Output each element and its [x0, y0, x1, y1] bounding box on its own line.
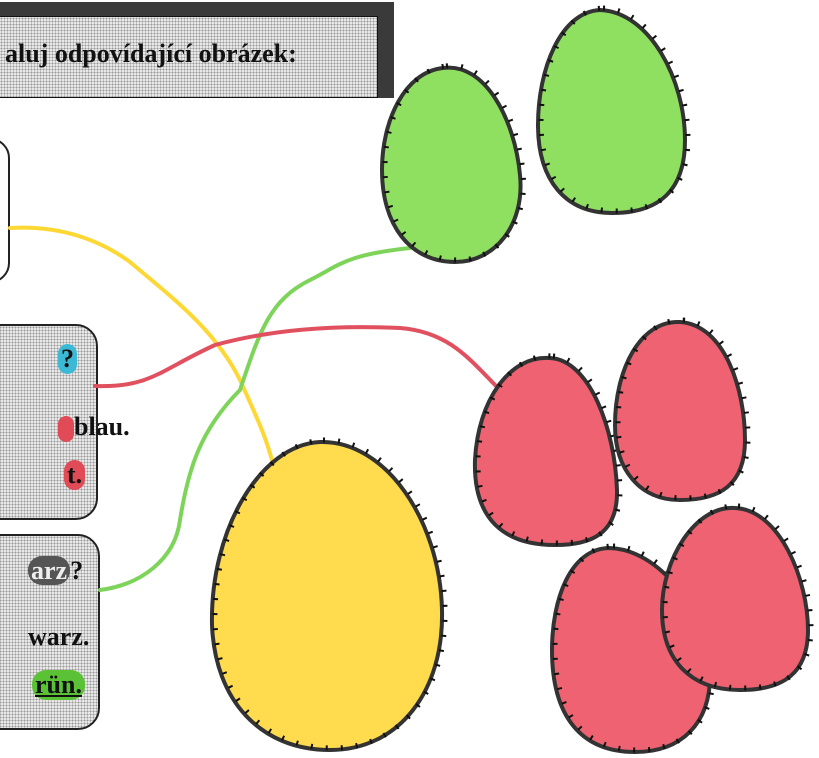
green-egg-1: [379, 63, 527, 265]
instruction-text: aluj odpovídající obrázek:: [5, 39, 297, 68]
red-connector-line: [93, 325, 502, 392]
yellow-connector-line: [8, 225, 274, 462]
instruction-banner: aluj odpovídající obrázek:: [0, 2, 394, 98]
question-mark-blue: ?: [58, 344, 77, 374]
card-mid-line2-text: blau.: [74, 412, 130, 441]
red-egg-1: [472, 353, 623, 548]
green-egg-2: [535, 5, 691, 216]
green-connector-line: [98, 246, 412, 592]
card-middle: ? blau. t.: [0, 324, 130, 520]
card-mid-line2: blau.: [58, 412, 130, 443]
red-egg-2: [612, 317, 751, 503]
card-bot-line2: warz.: [28, 622, 90, 651]
red-egg-4: [659, 503, 814, 693]
card-bottom: arz? warz. rün.: [0, 534, 100, 730]
card-mid-line3: t.: [64, 460, 86, 490]
red-color-marker: [58, 416, 74, 443]
card-bot-question: arz?: [28, 556, 83, 586]
instruction-panel: aluj odpovídající obrázek:: [0, 16, 378, 98]
card-bot-question-mark: ?: [70, 556, 84, 585]
question-word-black: arz: [28, 556, 71, 585]
yellow-egg: [209, 437, 448, 753]
card-bot-line3: rün.: [32, 670, 85, 700]
